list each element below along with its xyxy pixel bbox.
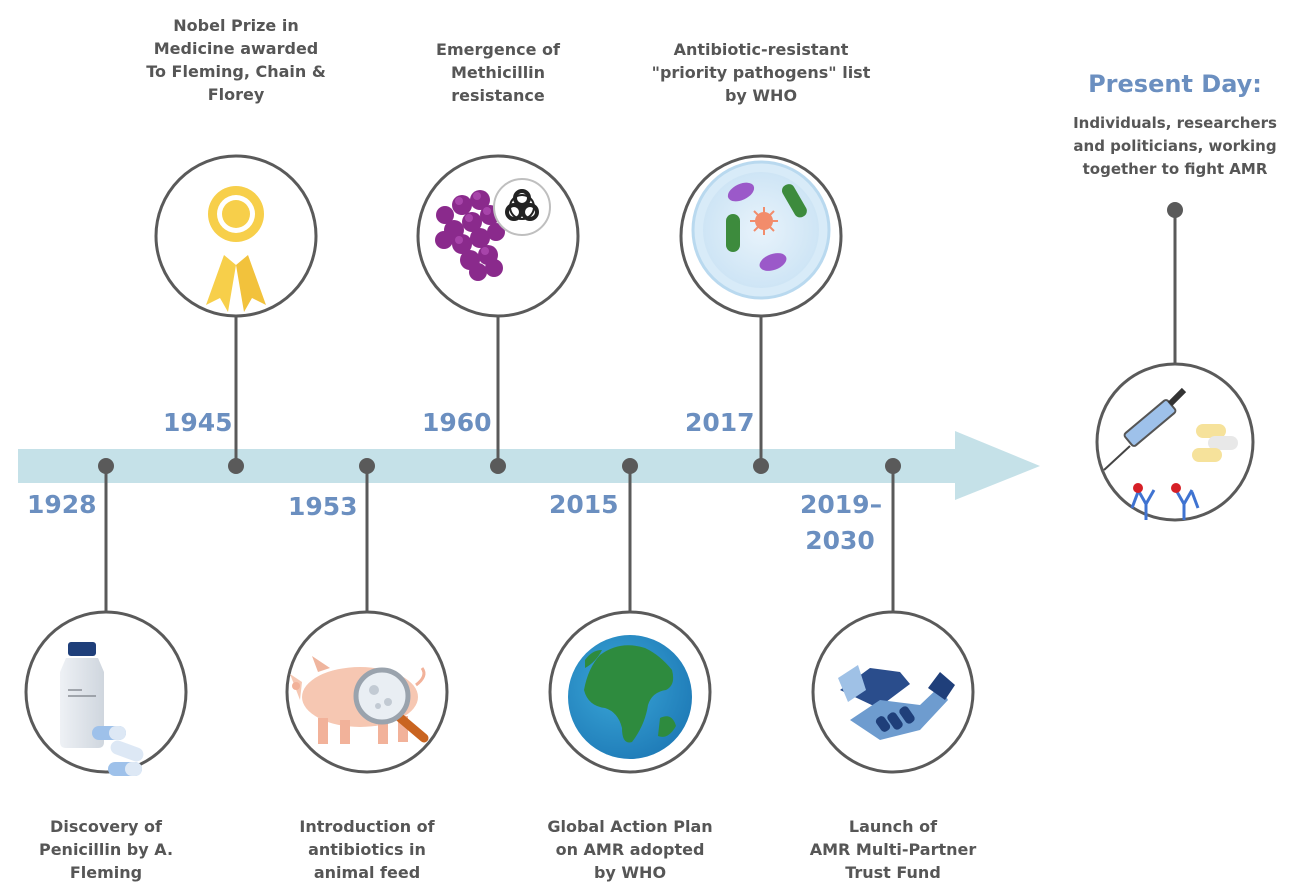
pig-magnifier-icon (290, 656, 429, 744)
present-day-title: Present Day: (1088, 70, 1262, 98)
event-1928-description: Discovery of Penicillin by A. Fleming (38, 817, 174, 882)
event-2017-description: Antibiotic-resistant "priority pathogens… (651, 40, 871, 105)
event-1960-description: Emergence of Methicillin resistance (436, 40, 560, 105)
syringe-pills-antibodies-icon (1103, 387, 1238, 520)
award-ribbon-icon (206, 186, 266, 312)
year-2019-2030: 2019– 2030 (800, 490, 883, 555)
connector-dots (98, 202, 1183, 474)
event-1953-description: Introduction of antibiotics in animal fe… (299, 817, 435, 882)
year-1928: 1928 (27, 490, 97, 519)
event-2019-description: Launch of AMR Multi-Partner Trust Fund (809, 817, 977, 882)
connector-lines (104, 210, 1177, 612)
year-1945: 1945 (163, 408, 233, 437)
year-2015: 2015 (549, 490, 619, 519)
year-1960: 1960 (422, 408, 492, 437)
bacteria-biohazard-icon (435, 178, 551, 281)
timeline-arrow (18, 431, 1040, 500)
event-2015-description: Global Action Plan on AMR adopted by WHO (547, 817, 713, 882)
event-1945-description: Nobel Prize in Medicine awarded To Flemi… (146, 16, 326, 104)
present-day-description: Individuals, researchers and politicians… (1073, 114, 1277, 178)
petri-dish-pathogens-icon (691, 160, 831, 300)
year-1953: 1953 (288, 492, 358, 521)
year-2017: 2017 (685, 408, 755, 437)
handshake-icon (838, 665, 955, 740)
globe-icon (568, 635, 692, 759)
penicillin-bottle-icon (60, 642, 144, 776)
